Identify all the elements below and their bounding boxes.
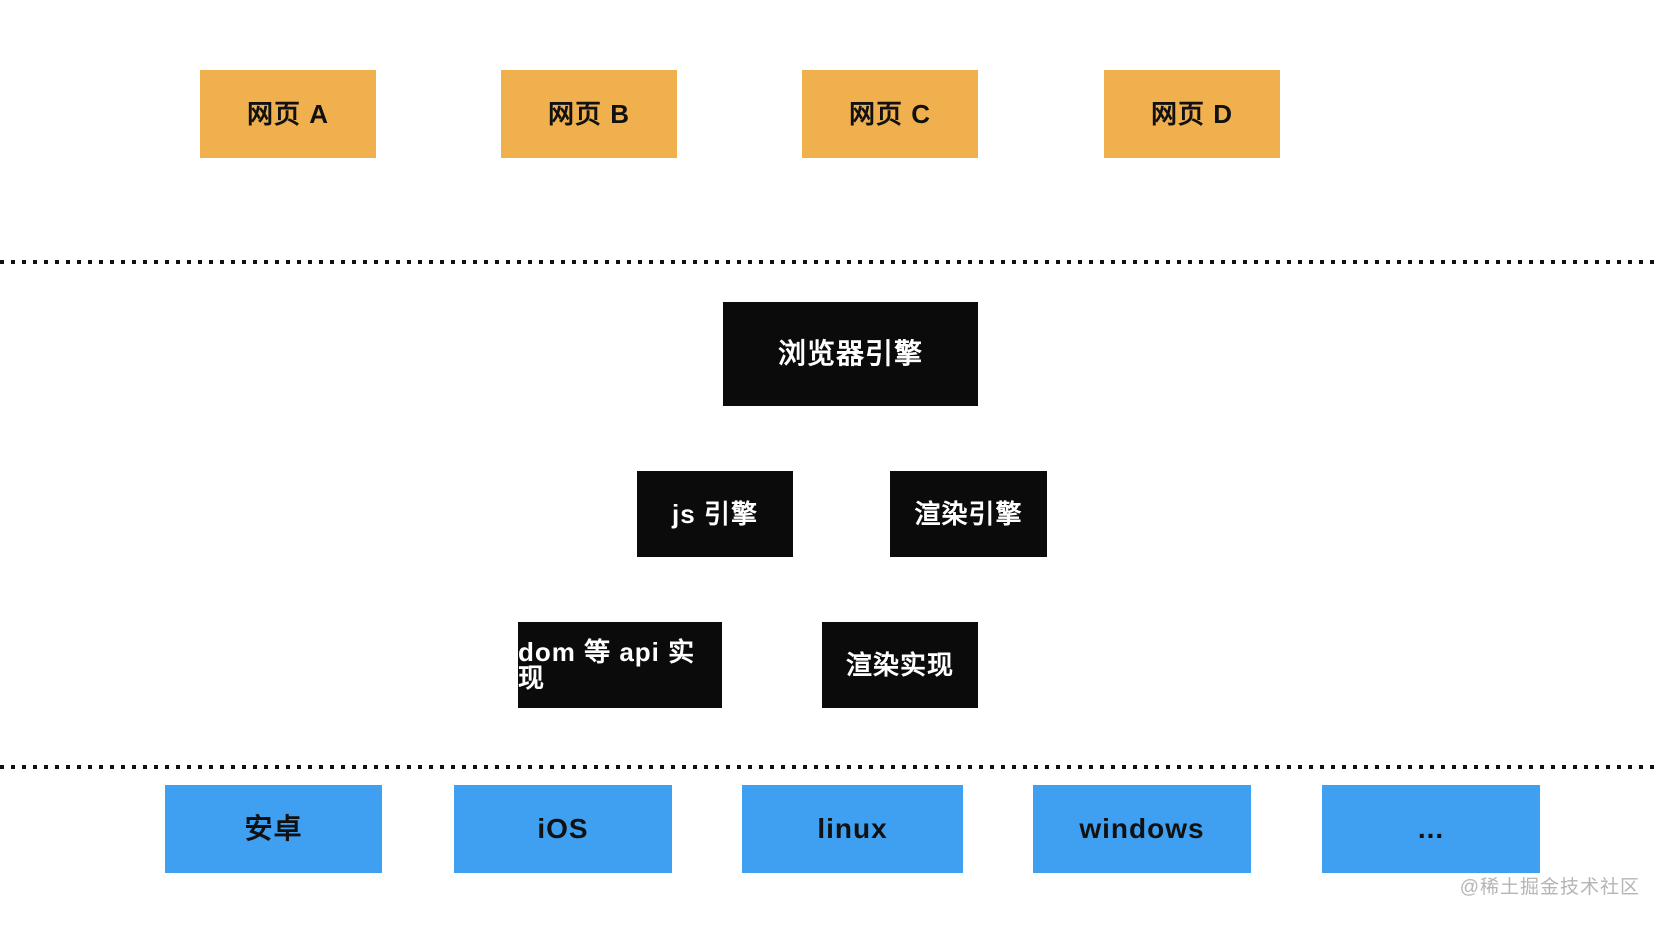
platform-windows-label: windows — [1079, 813, 1205, 844]
js-engine-box: js 引擎 — [637, 471, 793, 557]
webpage-b-label: 网页 B — [547, 99, 630, 129]
platform-linux-label: linux — [817, 813, 888, 844]
webpage-c-box: 网页 C — [802, 70, 978, 158]
webpage-c-label: 网页 C — [848, 99, 931, 129]
platform-ios-box: iOS — [454, 785, 672, 873]
render-engine-label: 渲染引擎 — [914, 499, 1023, 529]
browser-engine-label: 浏览器引擎 — [777, 338, 923, 369]
webpage-d-label: 网页 D — [1150, 99, 1233, 129]
platform-linux-box: linux — [742, 785, 963, 873]
webpage-a-label: 网页 A — [246, 99, 329, 129]
platform-more-box: ... — [1322, 785, 1540, 873]
platform-ios-label: iOS — [537, 813, 589, 844]
platform-more-label: ... — [1417, 813, 1445, 844]
render-implementation-box: 渲染实现 — [822, 622, 978, 708]
webpage-a-box: 网页 A — [200, 70, 376, 158]
platform-android-label: 安卓 — [244, 813, 303, 844]
webpage-d-box: 网页 D — [1104, 70, 1280, 158]
browser-engine-box: 浏览器引擎 — [723, 302, 978, 406]
js-engine-label: js 引擎 — [672, 499, 758, 529]
separator-dotted-line-top — [0, 260, 1656, 264]
webpage-b-box: 网页 B — [501, 70, 677, 158]
dom-api-implementation-box: dom 等 api 实现 — [518, 622, 722, 708]
render-implementation-label: 渲染实现 — [845, 650, 954, 680]
watermark: @稀土掘金技术社区 — [1459, 877, 1640, 898]
platform-windows-box: windows — [1033, 785, 1251, 873]
dom-api-implementation-label: dom 等 api 实现 — [518, 637, 696, 693]
render-engine-box: 渲染引擎 — [890, 471, 1047, 557]
platform-android-box: 安卓 — [165, 785, 382, 873]
separator-dotted-line-bottom — [0, 765, 1656, 769]
